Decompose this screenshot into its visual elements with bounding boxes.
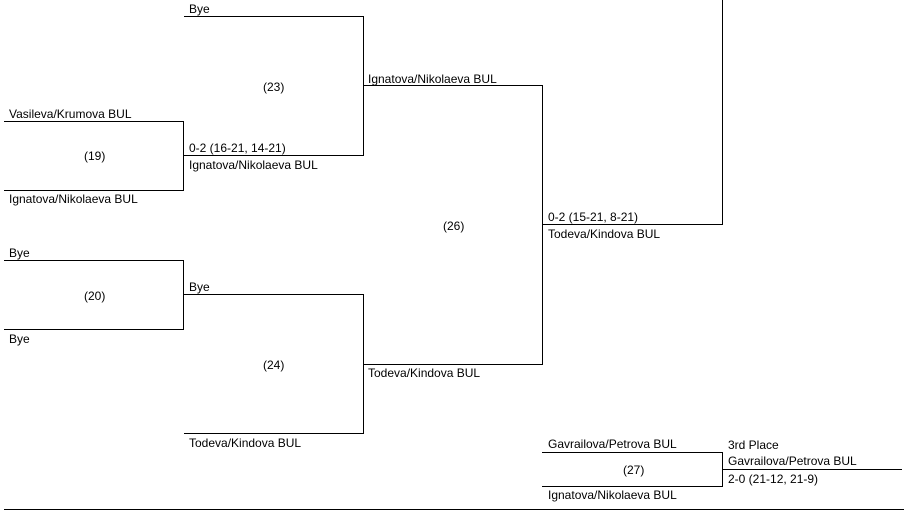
m23-number: (23) — [263, 80, 285, 94]
m27-line-a — [542, 452, 722, 453]
m24-line-a — [184, 294, 363, 295]
m27-number: (27) — [623, 463, 645, 477]
m24-team-b: Todeva/Kindova BUL — [189, 436, 302, 450]
m20-team-b: Bye — [9, 332, 30, 346]
m23-winner: Ignatova/Nikolaeva BUL — [189, 158, 318, 172]
m20-line-b — [4, 329, 184, 330]
m27-team-b: Ignatova/Nikolaeva BUL — [548, 488, 677, 502]
m27-result-line — [722, 469, 902, 470]
m24-line-b — [184, 433, 363, 434]
m23-line-a — [184, 16, 363, 17]
m26-team-b: Todeva/Kindova BUL — [368, 366, 481, 380]
m20-connector — [183, 260, 184, 330]
m19-connector — [183, 121, 184, 191]
m19-number: (19) — [84, 149, 106, 163]
m24-team-a: Bye — [189, 280, 210, 294]
m27-score: 2-0 (21-12, 21-9) — [728, 472, 819, 486]
m20-number: (20) — [84, 289, 106, 303]
m26-number: (26) — [443, 219, 465, 233]
final-line — [542, 224, 722, 225]
m23-connector — [363, 16, 364, 156]
m26-line-a — [363, 85, 542, 86]
m19-line-b — [4, 190, 184, 191]
bottom-rule — [4, 509, 904, 510]
m27-winner: Gavrailova/Petrova BUL — [728, 454, 857, 468]
m27-title: 3rd Place — [728, 438, 779, 452]
m20-line-a — [4, 260, 184, 261]
m26-score: 0-2 (15-21, 8-21) — [548, 210, 639, 224]
m19-team-a: Vasileva/Krumova BUL — [9, 107, 132, 121]
m19-team-b: Ignatova/Nikolaeva BUL — [9, 192, 138, 206]
m23-line-b — [184, 155, 363, 156]
m27-team-a: Gavrailova/Petrova BUL — [548, 437, 677, 451]
final-connector — [722, 0, 723, 225]
m27-line-b — [542, 486, 722, 487]
m26-team-a: Ignatova/Nikolaeva BUL — [368, 72, 497, 86]
m23-score: 0-2 (16-21, 14-21) — [189, 141, 286, 155]
m26-connector — [542, 85, 543, 365]
m19-line-a — [4, 121, 184, 122]
m20-team-a: Bye — [9, 246, 30, 260]
m26-line-b — [363, 364, 542, 365]
m26-winner: Todeva/Kindova BUL — [548, 227, 661, 241]
m23-top-bye: Bye — [189, 2, 210, 16]
m24-number: (24) — [263, 358, 285, 372]
